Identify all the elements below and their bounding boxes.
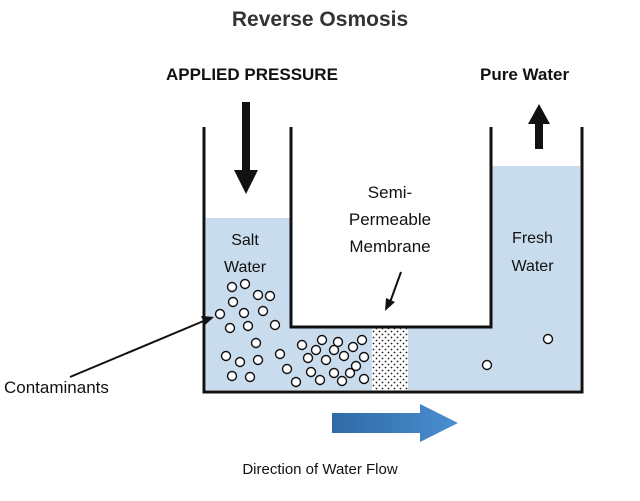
membrane-label-line1: Semi- (367, 183, 413, 202)
salt-water-label-line1: Salt (231, 232, 259, 249)
container-outline (202, 127, 584, 394)
flow-direction-arrow (332, 404, 458, 442)
up-arrow-icon (528, 104, 550, 149)
contaminants-pointer-arrow (69, 316, 214, 378)
fresh-water-region (492, 166, 580, 390)
salt-water-label-line2: Water (223, 259, 267, 276)
membrane-label-line2: Permeable (348, 210, 432, 229)
inner-chamber-wall (289, 127, 493, 329)
flow-direction-label: Direction of Water Flow (242, 461, 398, 478)
contaminant-particles (214, 278, 554, 388)
fresh-water-label-line1: Fresh (512, 230, 553, 247)
contaminants-label: Contaminants (4, 378, 109, 397)
diagram-title: Reverse Osmosis (231, 8, 409, 31)
membrane-pointer-arrow (385, 271, 402, 311)
pure-water-label: Pure Water (480, 65, 570, 84)
fresh-water-label-line2: Water (511, 258, 554, 275)
down-arrow-icon (234, 102, 258, 194)
applied-pressure-label: APPLIED PRESSURE (166, 65, 338, 84)
membrane-label-line3: Membrane (349, 237, 431, 256)
